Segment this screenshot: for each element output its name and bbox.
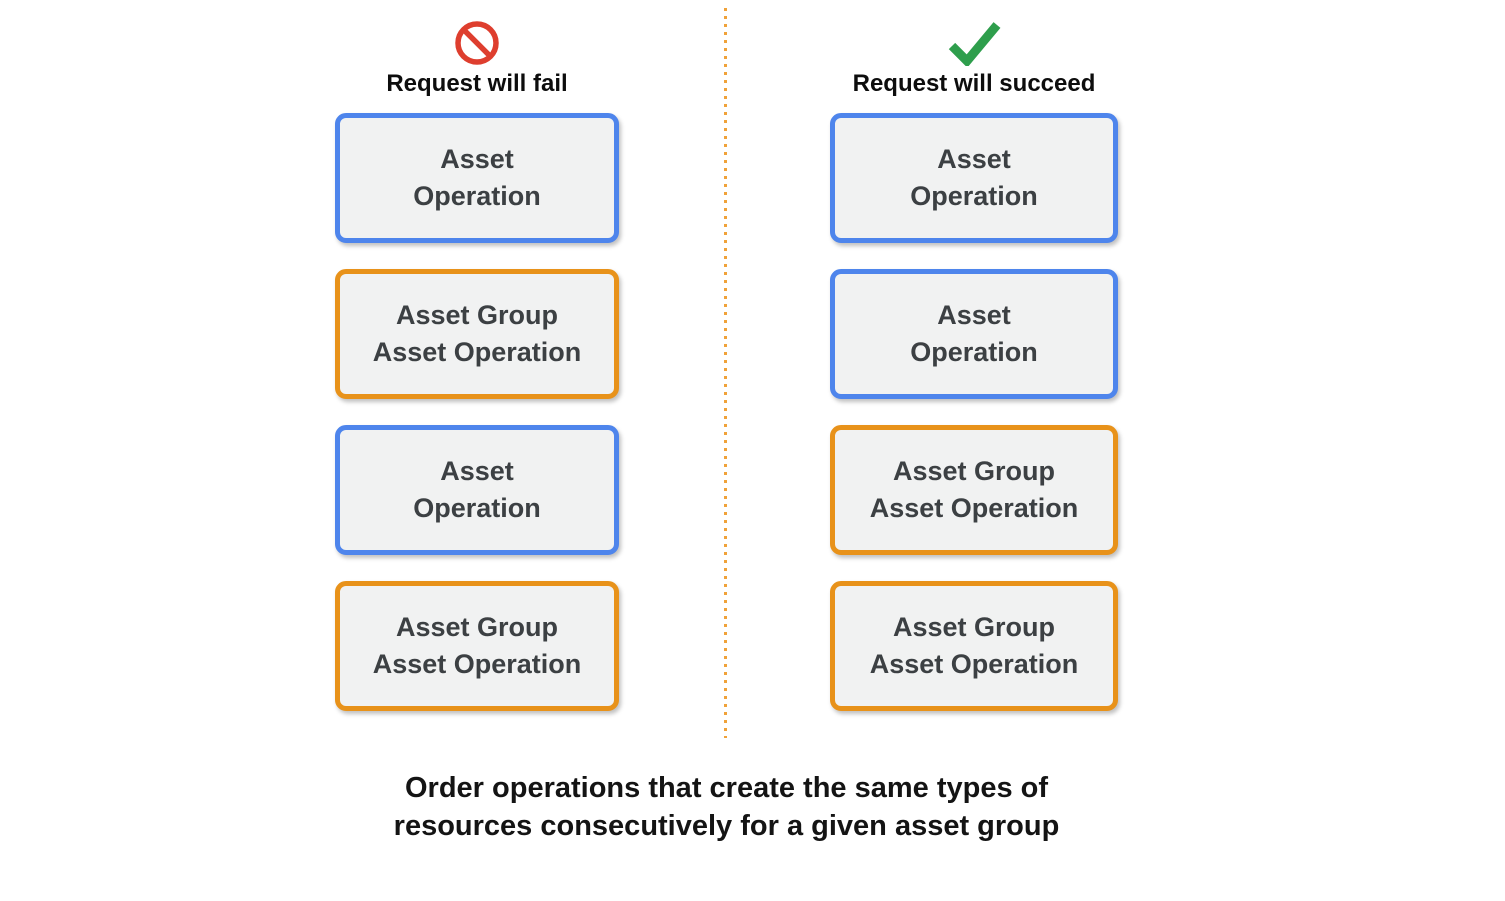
box-asset-operation: Asset Operation xyxy=(335,425,619,555)
dotted-divider xyxy=(724,8,727,738)
box-label-line: Operation xyxy=(413,493,541,523)
box-label-line: Operation xyxy=(910,181,1038,211)
box-label-line: Asset xyxy=(440,456,514,486)
column-title-fail: Request will fail xyxy=(386,70,568,97)
box-label-line: Asset Operation xyxy=(869,649,1079,679)
column-request-will-succeed: Request will succeed Asset Operation Ass… xyxy=(830,0,1118,737)
box-label-line: Asset Group xyxy=(892,612,1056,642)
box-label-line: Asset xyxy=(937,144,1011,174)
caption-line-1: Order operations that create the same ty… xyxy=(404,772,1049,804)
box-label-line: Asset Group xyxy=(395,612,559,642)
check-icon xyxy=(944,20,1004,66)
box-label-line: Operation xyxy=(910,337,1038,367)
box-asset-operation: Asset Operation xyxy=(335,113,619,243)
box-label-line: Asset xyxy=(440,144,514,174)
box-label-line: Asset xyxy=(937,300,1011,330)
box-label-line: Asset Group xyxy=(395,300,559,330)
box-asset-group-asset-operation: Asset Group Asset Operation xyxy=(830,581,1118,711)
box-label-line: Operation xyxy=(413,181,541,211)
caption-line-2: resources consecutively for a given asse… xyxy=(393,810,1060,842)
box-asset-operation: Asset Operation xyxy=(830,269,1118,399)
column-title-succeed: Request will succeed xyxy=(852,70,1096,97)
diagram-caption: Order operations that create the same ty… xyxy=(0,769,1453,845)
box-asset-group-asset-operation: Asset Group Asset Operation xyxy=(335,269,619,399)
box-label-line: Asset Operation xyxy=(869,493,1079,523)
box-asset-group-asset-operation: Asset Group Asset Operation xyxy=(830,425,1118,555)
box-label-line: Asset Operation xyxy=(372,337,582,367)
box-asset-operation: Asset Operation xyxy=(830,113,1118,243)
box-label-line: Asset Operation xyxy=(372,649,582,679)
box-asset-group-asset-operation: Asset Group Asset Operation xyxy=(335,581,619,711)
column-request-will-fail: Request will fail Asset Operation Asset … xyxy=(335,0,619,737)
prohibition-icon xyxy=(454,20,500,66)
box-label-line: Asset Group xyxy=(892,456,1056,486)
